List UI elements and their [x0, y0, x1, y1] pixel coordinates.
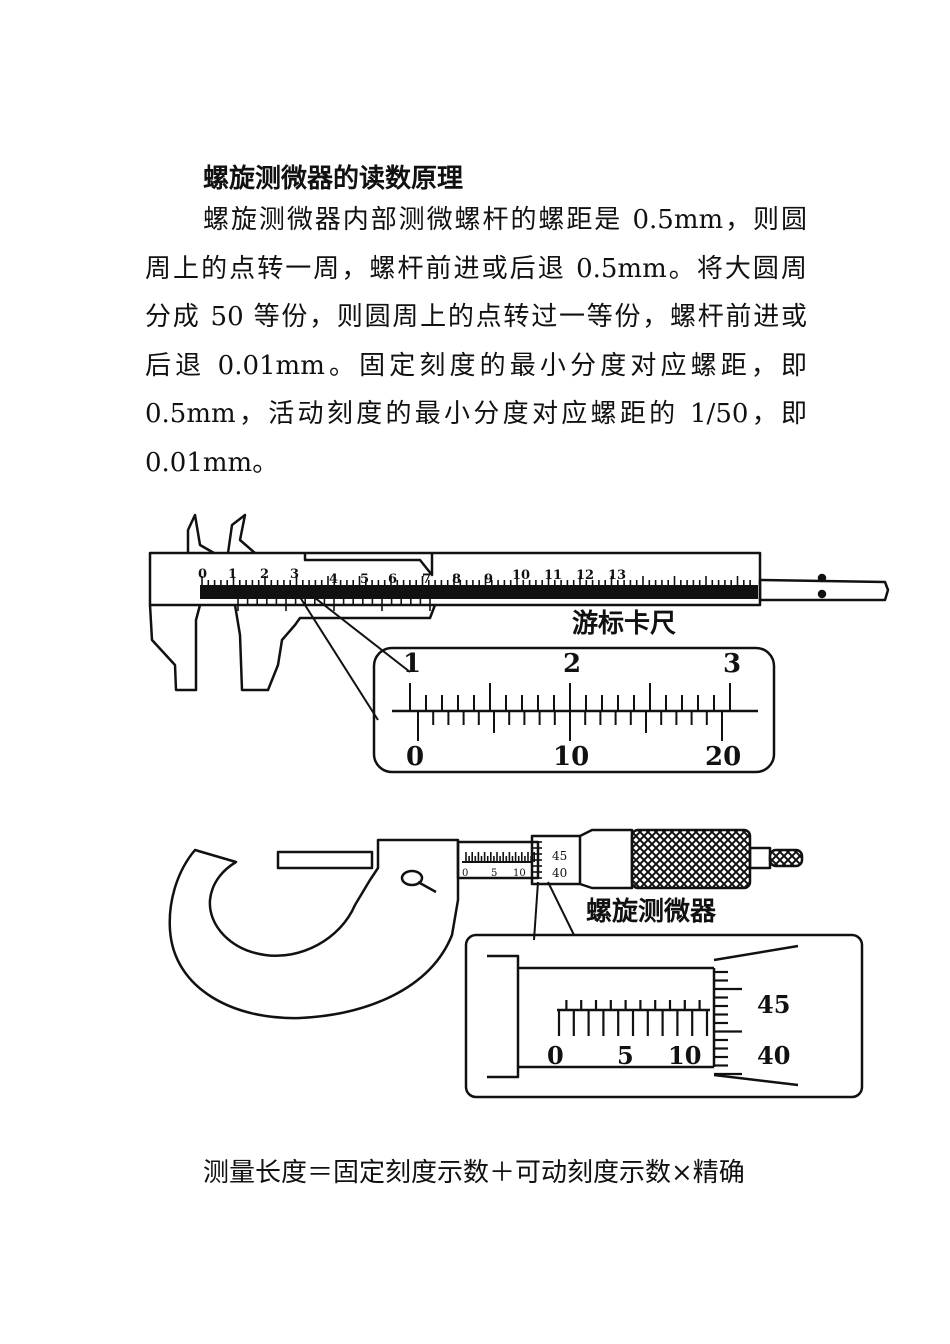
zoom-vernier-number: 10: [553, 742, 589, 772]
scale-number: 13: [608, 568, 626, 583]
zoom-main-number: 2: [563, 649, 581, 679]
zoom-sleeve-number: 10: [668, 1041, 701, 1070]
zoom-sleeve-number: 5: [617, 1041, 634, 1070]
micrometer-zoom-box: [464, 933, 864, 1099]
zoom-vernier-number: 20: [705, 742, 741, 772]
micrometer-sleeve: [456, 840, 540, 880]
paragraph-line: 分成 50 等份，则圆周上的点转过一等份，螺杆前进或: [145, 302, 807, 332]
sleeve-number: 10: [513, 868, 526, 879]
scale-number: 9: [484, 572, 493, 587]
thimble-number: 45: [552, 849, 567, 863]
scale-number: 0: [198, 567, 207, 582]
thimble-number: 40: [552, 866, 567, 880]
sleeve-number: 0: [462, 868, 468, 879]
section-heading: 螺旋测微器的读数原理: [203, 164, 464, 194]
caliper-main-scale-labels: 0 1 2 3 4 5 6 7 8 9 10 11 12 13: [198, 567, 626, 587]
micrometer-label: 螺旋测微器: [586, 896, 717, 927]
scale-number: 7: [422, 572, 431, 587]
scale-number: 1: [228, 567, 237, 582]
caliper-fixed-jaw: [148, 604, 202, 692]
scale-number: 3: [290, 567, 299, 582]
zoom-thimble-number: 45: [757, 990, 790, 1019]
scale-number: 2: [260, 567, 269, 582]
scale-number: 12: [576, 568, 594, 583]
paragraph-line: 0.5mm，活动刻度的最小分度对应螺距的 1/50，即: [145, 399, 807, 429]
micrometer-frame: [168, 838, 460, 1020]
caliper-scale-band: [200, 585, 758, 599]
scale-number: 6: [388, 572, 397, 587]
scale-number: 11: [544, 568, 562, 583]
caliper-zoom-box: [372, 646, 776, 774]
body-paragraph: 螺旋测微器内部测微螺杆的螺距是 0.5mm，则圆 周上的点转一周，螺杆前进或后退…: [145, 196, 807, 487]
paragraph-line: 0.01mm。: [145, 447, 279, 478]
zoom-vernier-number: 0: [406, 742, 424, 772]
thimble-small-labels: 45 40: [552, 849, 567, 880]
zoom-sleeve-number: 0: [547, 1041, 564, 1070]
caliper-label: 游标卡尺: [572, 609, 676, 639]
micrometer-knurled-grip: [630, 828, 752, 890]
scale-number: 10: [512, 568, 530, 583]
zoom-main-number: 1: [403, 649, 421, 679]
zoom-thimble-number: 40: [757, 1041, 790, 1070]
paragraph-line: 螺旋测微器内部测微螺杆的螺距是 0.5mm，则圆: [203, 205, 807, 235]
sleeve-small-labels: 0 5 10: [462, 868, 526, 879]
caliper-depth-rod: [758, 578, 890, 602]
formula-line: 测量长度＝固定刻度示数＋可动刻度示数×精确: [203, 1158, 745, 1188]
sleeve-number: 5: [491, 868, 497, 879]
scale-number: 4: [329, 572, 338, 587]
paragraph-line: 周上的点转一周，螺杆前进或后退 0.5mm。将大圆周: [145, 253, 807, 284]
micrometer-ratchet: [768, 848, 804, 868]
scale-number: 5: [360, 572, 369, 587]
caliper-sliding-jaw: [233, 604, 437, 692]
zoom-main-number: 3: [723, 649, 741, 679]
paragraph-line: 后退 0.01mm。固定刻度的最小分度对应螺距，即: [145, 350, 807, 381]
scale-number: 8: [452, 572, 461, 587]
